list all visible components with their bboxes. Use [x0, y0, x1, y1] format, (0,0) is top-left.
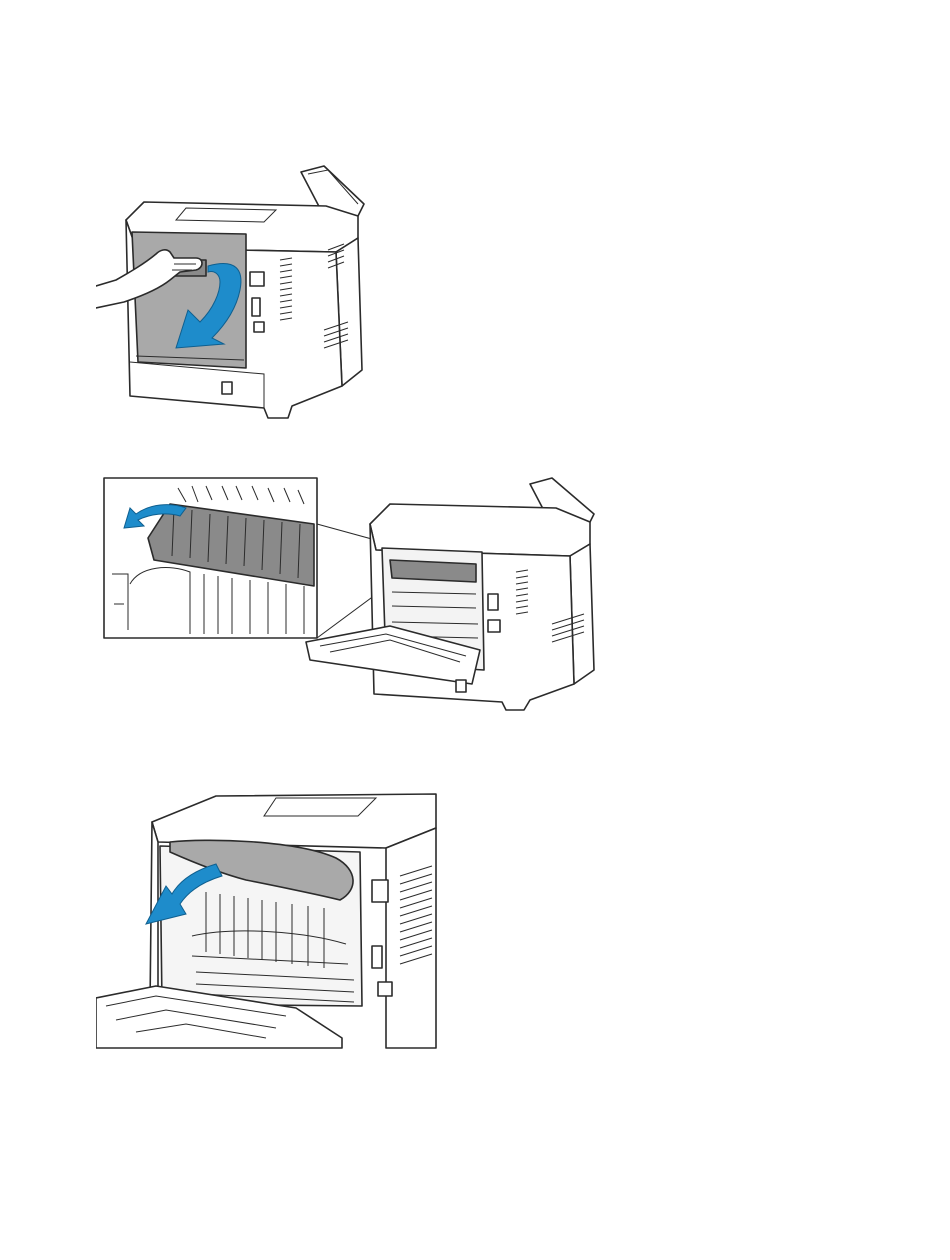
printer-rear-door-illustration — [96, 160, 376, 425]
figure-lift-fuser-guide — [100, 474, 605, 719]
fuser-guide-illustration — [100, 474, 605, 719]
inset-detail — [104, 478, 317, 638]
paper-removal-illustration — [96, 776, 441, 1051]
figure-remove-jammed-paper — [96, 776, 441, 1051]
figure-open-rear-door — [96, 160, 376, 425]
